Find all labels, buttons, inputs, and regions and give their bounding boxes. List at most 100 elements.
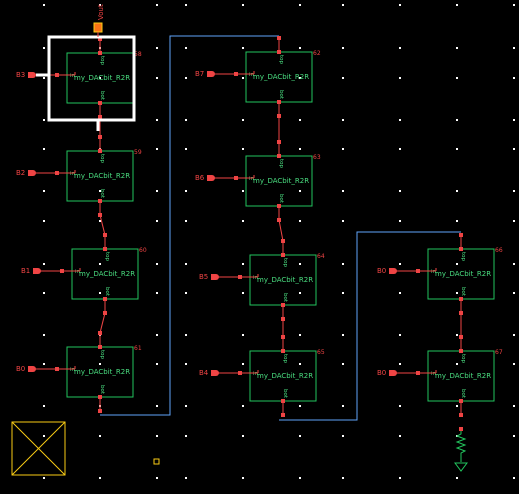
grid-dot bbox=[43, 119, 45, 121]
grid-dot bbox=[156, 405, 158, 407]
grid-dot bbox=[185, 119, 187, 121]
grid-dot bbox=[299, 119, 301, 121]
bot-pin[interactable] bbox=[459, 413, 463, 417]
bot-pin[interactable] bbox=[277, 114, 281, 118]
pin-label-in: in bbox=[70, 171, 76, 177]
pin-label-top: top bbox=[99, 56, 105, 66]
grid-dot bbox=[185, 77, 187, 79]
input-port-cap bbox=[30, 170, 36, 176]
grid-dot bbox=[399, 363, 401, 365]
grid-dot bbox=[156, 77, 158, 79]
top-pin[interactable] bbox=[277, 36, 281, 40]
bot-pin[interactable] bbox=[98, 115, 102, 119]
input-port-label: B5 bbox=[199, 273, 208, 281]
top-pin[interactable] bbox=[98, 331, 102, 335]
pin-label-bot: bot bbox=[99, 189, 105, 199]
instance-label: 64 bbox=[317, 253, 325, 260]
grid-dot bbox=[156, 47, 158, 49]
cross-box-symbol[interactable] bbox=[11, 421, 66, 476]
bot-pin-edge bbox=[98, 101, 102, 105]
grid-dot bbox=[43, 405, 45, 407]
bot-pin-edge bbox=[277, 204, 281, 208]
top-pin[interactable] bbox=[103, 233, 107, 237]
cell-type-label: my_DACbit_R2R bbox=[74, 172, 130, 180]
top-pin[interactable] bbox=[459, 233, 463, 237]
grid-dot bbox=[156, 334, 158, 336]
bot-pin[interactable] bbox=[459, 311, 463, 315]
grid-dot bbox=[513, 435, 515, 437]
input-port-label: B0 bbox=[16, 365, 25, 373]
grid-dot bbox=[43, 148, 45, 150]
column-link bbox=[99, 214, 106, 236]
bot-pin-edge bbox=[281, 399, 285, 403]
top-pin[interactable] bbox=[459, 335, 463, 339]
grid-dot bbox=[43, 263, 45, 265]
bot-pin[interactable] bbox=[98, 409, 102, 413]
grid-dot bbox=[299, 334, 301, 336]
top-pin[interactable] bbox=[98, 135, 102, 139]
bot-pin[interactable] bbox=[98, 213, 102, 217]
grid-dot bbox=[185, 435, 187, 437]
top-pin[interactable] bbox=[98, 37, 102, 41]
input-pin-mid bbox=[416, 371, 420, 375]
grid-dot bbox=[399, 220, 401, 222]
instance-label: 66 bbox=[495, 247, 503, 254]
top-pin-edge bbox=[277, 50, 281, 54]
pin-label-bot: bot bbox=[99, 385, 105, 395]
top-pin-edge bbox=[103, 247, 107, 251]
top-pin-edge bbox=[281, 349, 285, 353]
bot-pin-edge bbox=[98, 395, 102, 399]
grid-dot bbox=[342, 4, 344, 6]
bot-pin[interactable] bbox=[277, 218, 281, 222]
input-pin-mid bbox=[55, 73, 59, 77]
vout-port[interactable]: Vout bbox=[93, 4, 105, 37]
cell-type-label: my_DACbit_R2R bbox=[435, 270, 491, 278]
bot-pin-edge bbox=[281, 303, 285, 307]
grid-dot bbox=[242, 363, 244, 365]
grid-dot bbox=[185, 190, 187, 192]
input-port-cap bbox=[391, 268, 397, 274]
bot-pin[interactable] bbox=[281, 317, 285, 321]
top-pin[interactable] bbox=[281, 335, 285, 339]
grid-dot bbox=[513, 334, 515, 336]
input-port-label: B2 bbox=[16, 169, 25, 177]
top-pin[interactable] bbox=[281, 239, 285, 243]
top-pin[interactable] bbox=[277, 140, 281, 144]
grid-dot bbox=[399, 435, 401, 437]
bot-pin-edge bbox=[459, 399, 463, 403]
grid-dot bbox=[43, 292, 45, 294]
grid-dot bbox=[513, 119, 515, 121]
grid-dot bbox=[99, 477, 101, 479]
grid-dot bbox=[299, 477, 301, 479]
pin-label-in: in bbox=[253, 275, 259, 281]
vout-port-marker[interactable] bbox=[93, 22, 103, 33]
bot-pin-edge bbox=[459, 297, 463, 301]
cells: 58my_DACbit_R2RintopbotB359my_DACbit_R2R… bbox=[16, 36, 503, 417]
ground-resistor[interactable] bbox=[454, 427, 468, 472]
grid-dot bbox=[242, 405, 244, 407]
resistor-zigzag[interactable] bbox=[455, 429, 467, 462]
grid-dot bbox=[513, 47, 515, 49]
grid-dot bbox=[156, 4, 158, 6]
grid-dot bbox=[156, 263, 158, 265]
instance-label: 58 bbox=[134, 51, 142, 58]
grid-dot bbox=[456, 292, 458, 294]
input-port-cap bbox=[30, 72, 36, 78]
grid-dot bbox=[99, 220, 101, 222]
bot-pin[interactable] bbox=[281, 413, 285, 417]
bot-pin[interactable] bbox=[103, 311, 107, 315]
top-pin-edge bbox=[281, 253, 285, 257]
cross-box-frame[interactable] bbox=[11, 421, 66, 476]
